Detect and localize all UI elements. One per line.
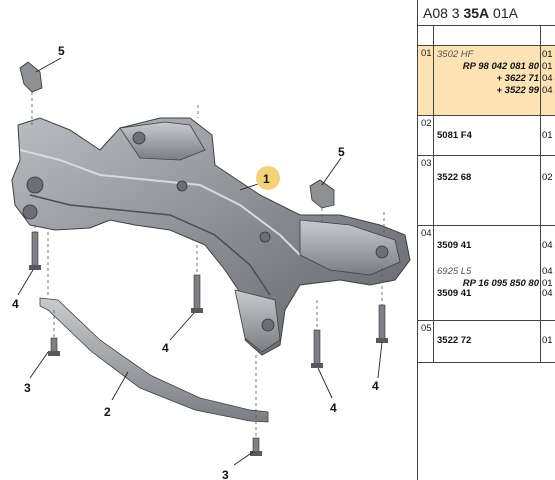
- part-reference: RP 98 042 081 80: [462, 61, 539, 72]
- bolt-icon: [376, 304, 388, 343]
- callout-label: 2: [104, 405, 111, 419]
- row-index: 03: [418, 156, 434, 225]
- callout-label: 3: [222, 468, 229, 480]
- qty-column: [540, 156, 555, 225]
- part-reference: 3509 41: [437, 240, 472, 251]
- part-quantity: 04: [542, 266, 553, 277]
- bolt-icon: [311, 329, 323, 368]
- row-index: 04: [418, 226, 434, 320]
- part-quantity: 04: [542, 288, 553, 299]
- part-quantity: 04: [542, 73, 553, 84]
- callout-badge-icon: [256, 166, 280, 190]
- part-reference: + 3622 71: [496, 73, 539, 84]
- table-spacer: [418, 26, 555, 46]
- part-quantity: 01: [542, 335, 553, 346]
- part-reference: 3522 68: [437, 172, 472, 183]
- part-reference: 3522 72: [437, 335, 472, 346]
- part-reference: + 3522 99: [496, 85, 539, 96]
- bracket-icon: [309, 179, 335, 209]
- row-index: 02: [418, 116, 434, 155]
- callout-label: 4: [12, 297, 19, 311]
- part-reference: 6925 L5: [437, 266, 472, 277]
- reference-group: 35A: [463, 5, 490, 21]
- part-quantity: 04: [542, 240, 553, 251]
- bolt-icon: [191, 274, 203, 313]
- callout-label: 5: [58, 44, 65, 58]
- row-index: 05: [418, 321, 434, 362]
- bolt-icon: [48, 337, 60, 356]
- part-quantity: 01: [542, 61, 553, 72]
- part-quantity: 02: [542, 172, 553, 183]
- row-index: 01: [418, 46, 434, 115]
- callout-label: 4: [372, 379, 379, 393]
- part-quantity: 01: [542, 278, 553, 289]
- bolt-icon: [250, 437, 262, 456]
- qty-column: [540, 321, 555, 362]
- qty-column: [540, 46, 555, 115]
- part-reference: 3502 HF: [437, 49, 474, 60]
- part-reference: 5081 F4: [437, 130, 472, 141]
- stiffener-bar-icon: [39, 297, 269, 423]
- bracket-icon: [19, 61, 43, 93]
- reference-suffix: 01A: [489, 5, 518, 21]
- qty-column: [540, 26, 555, 45]
- parts-diagram: 1 2 3 3 4 4 4 4 5 5: [11, 44, 411, 480]
- part-quantity: 04: [542, 85, 553, 96]
- part-reference: 3509 41: [437, 288, 472, 299]
- part-reference: RP 16 095 850 80: [462, 278, 539, 289]
- index-column: [418, 26, 434, 45]
- bolt-icon: [29, 231, 41, 270]
- qty-column: [540, 116, 555, 155]
- part-quantity: 01: [542, 49, 553, 60]
- qty-column: [540, 226, 555, 320]
- callout-label: 4: [162, 341, 169, 355]
- callout-label: 1: [263, 172, 270, 186]
- part-quantity: 01: [542, 130, 553, 141]
- callout-label: 5: [338, 145, 345, 159]
- reference-prefix: A08 3: [423, 5, 464, 21]
- callout-label: 3: [24, 381, 31, 395]
- callout-label: 4: [330, 401, 337, 415]
- diagram-reference: A08 3 35A 01A: [418, 0, 555, 26]
- subframe-icon: [11, 117, 411, 356]
